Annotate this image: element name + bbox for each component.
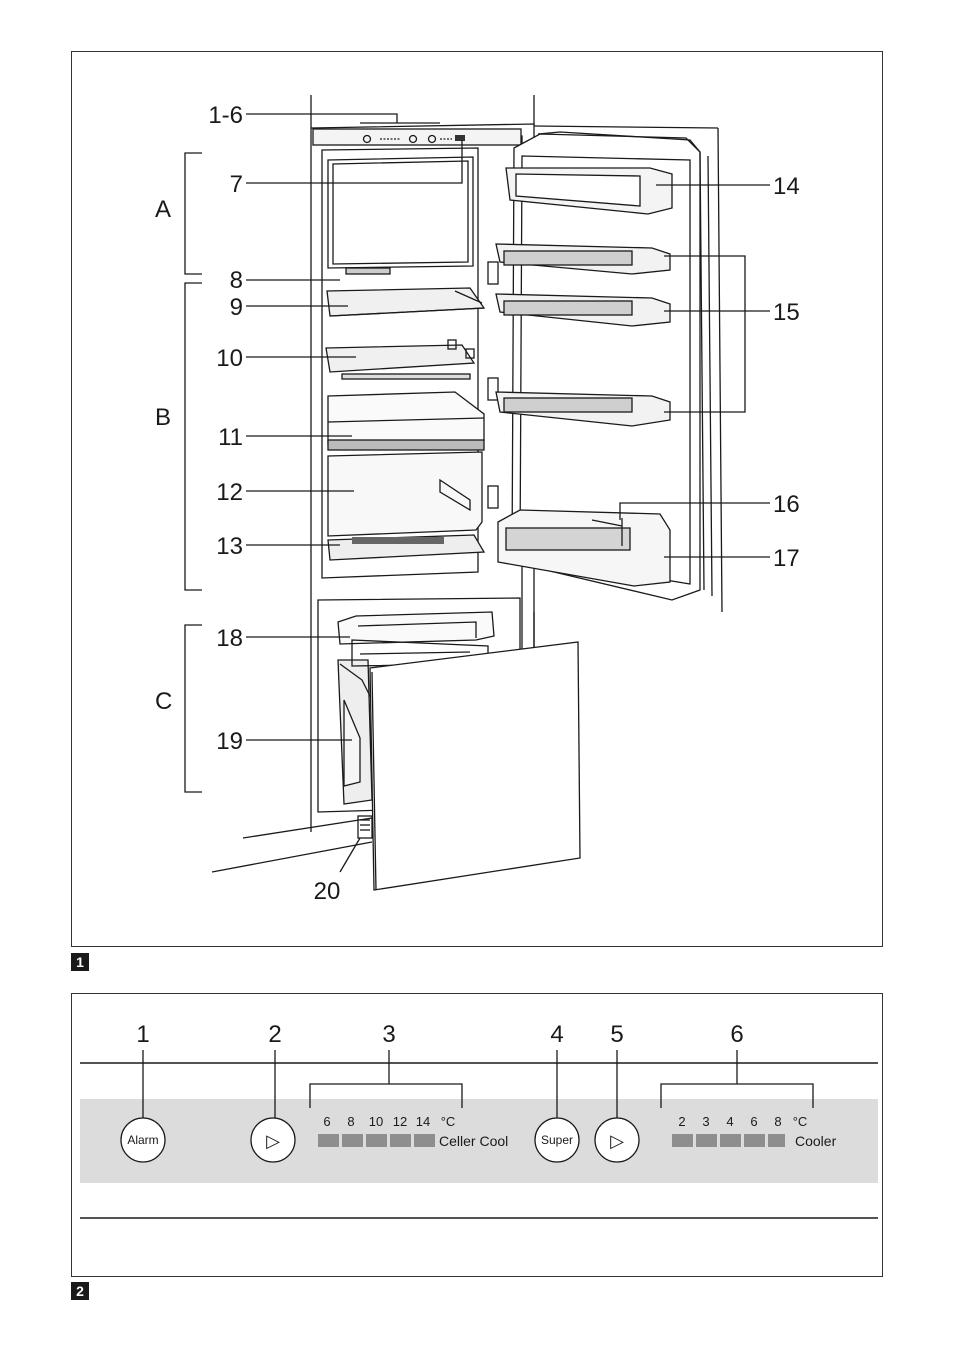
cooler-scale-value: 3 [702, 1114, 709, 1129]
panel-callout-6: 6 [730, 1021, 743, 1048]
callout-7: 7 [230, 171, 243, 198]
indicator-segment [390, 1134, 411, 1147]
cooler-scale-value: 2 [678, 1114, 685, 1129]
cellar-scale-value: 8 [347, 1114, 354, 1129]
cooler-scale-value: 8 [774, 1114, 781, 1129]
super-button[interactable]: Super [534, 1117, 580, 1163]
section-label-a: A [155, 196, 171, 223]
indicator-segment [744, 1134, 765, 1147]
figure-1-labels: A B C 1-6 7 8 9 10 11 12 13 18 19 14 15 … [155, 102, 800, 905]
cellar-temp-indicator [318, 1134, 435, 1147]
panel-callout-4: 4 [550, 1021, 563, 1048]
panel-callout-5: 5 [610, 1021, 623, 1048]
super-button-label: Super [541, 1133, 573, 1147]
cooler-scale-value: 6 [750, 1114, 757, 1129]
fridge-illustration [184, 95, 770, 891]
callout-18: 18 [216, 625, 243, 652]
callout-10: 10 [216, 345, 243, 372]
cooler-label: Cooler [795, 1133, 837, 1149]
callout-13: 13 [216, 533, 243, 560]
figure-2-tag: 2 [71, 1282, 89, 1300]
callout-12: 12 [216, 479, 243, 506]
cellar-cool-label: Celler Cool [439, 1133, 508, 1149]
callout-9: 9 [230, 294, 243, 321]
callout-15: 15 [773, 299, 800, 326]
callout-11: 11 [218, 424, 243, 451]
indicator-segment [366, 1134, 387, 1147]
cooler-scale-value: 4 [726, 1114, 733, 1129]
indicator-segment [720, 1134, 741, 1147]
section-label-b: B [155, 404, 171, 431]
alarm-button-label: Alarm [127, 1133, 158, 1147]
cooler-temp-indicator [672, 1134, 785, 1147]
cellar-scale-value: 12 [393, 1114, 407, 1129]
play-icon: ▷ [610, 1131, 624, 1151]
panel-callout-2: 2 [268, 1021, 281, 1048]
control-panel-diagram: 1 2 3 4 5 6 Alarm ▷ Super ▷ 6 8 10 12 14… [80, 1021, 878, 1219]
cellar-scale-value: 6 [323, 1114, 330, 1129]
play-icon: ▷ [266, 1131, 280, 1151]
callout-1-6: 1-6 [208, 102, 243, 129]
cooler-temp-scale: 2 3 4 6 8 °C [678, 1114, 807, 1129]
callout-14: 14 [773, 173, 800, 200]
cooler-temp-button[interactable]: ▷ [594, 1117, 640, 1163]
cooler-scale-unit: °C [793, 1114, 808, 1129]
callout-19: 19 [216, 728, 243, 755]
callout-20: 20 [314, 878, 341, 905]
cellar-temp-scale: 6 8 10 12 14 °C [323, 1114, 455, 1129]
cellar-scale-unit: °C [441, 1114, 456, 1129]
callout-8: 8 [230, 267, 243, 294]
indicator-segment [672, 1134, 693, 1147]
indicator-segment [318, 1134, 339, 1147]
section-label-c: C [155, 688, 172, 715]
indicator-segment [696, 1134, 717, 1147]
figure-1-frame [71, 51, 883, 947]
cellar-scale-value: 14 [416, 1114, 430, 1129]
indicator-segment [768, 1134, 785, 1147]
figure-1-tag: 1 [71, 953, 89, 971]
figure-2-frame [71, 993, 883, 1277]
callout-16: 16 [773, 491, 800, 518]
callout-17: 17 [773, 545, 800, 572]
indicator-segment [414, 1134, 435, 1147]
cellar-temp-button[interactable]: ▷ [250, 1117, 296, 1163]
indicator-segment [342, 1134, 363, 1147]
panel-callout-1: 1 [136, 1021, 149, 1048]
panel-callout-3: 3 [382, 1021, 395, 1048]
alarm-button[interactable]: Alarm [120, 1117, 166, 1163]
cellar-scale-value: 10 [369, 1114, 383, 1129]
